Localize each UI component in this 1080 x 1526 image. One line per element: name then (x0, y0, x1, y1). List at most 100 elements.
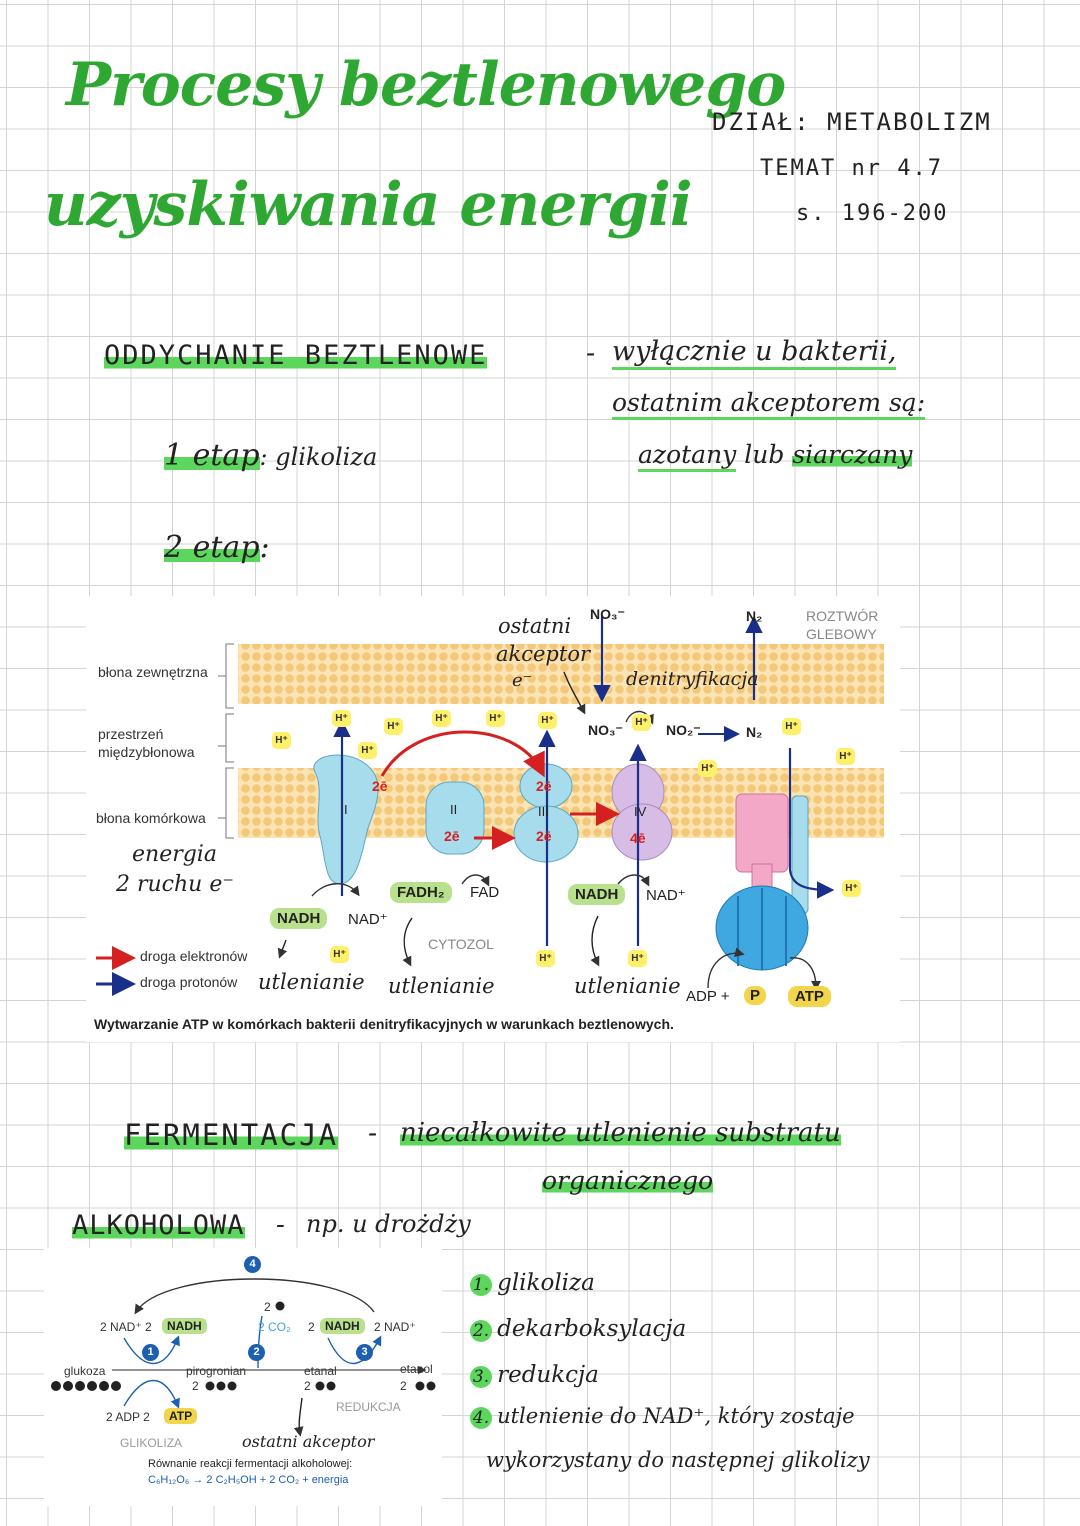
ferm-step1-marker: 1 (142, 1344, 159, 1361)
atp-badge: ATP (788, 986, 831, 1007)
glucose-carbons (51, 1381, 121, 1391)
alcoholic-heading: ALKOHOLOWA (72, 1210, 245, 1241)
ferm-nadh-1: NADH (162, 1318, 207, 1334)
ferm-step-1: 1. glikoliza (470, 1270, 595, 1296)
hplus-badge: H⁺ (272, 732, 291, 749)
azotany-text: azotany (638, 440, 737, 472)
fermentation-desc-line2-text: organicznego (542, 1166, 714, 1195)
note-ostatni: ostatni (498, 614, 572, 638)
alcoholic-desc: np. u drożdży (306, 1210, 471, 1238)
ferm-step-3-text: redukcja (497, 1362, 599, 1388)
ferm-step-3: 3. redukcja (470, 1362, 599, 1388)
siarczany-text: siarczany (792, 440, 913, 469)
hplus-badge: H⁺ (536, 950, 555, 967)
ferm-nadh-2: NADH (320, 1318, 365, 1334)
two-electrons-1: 2ē (372, 778, 388, 794)
atp-synthase-fo (735, 793, 789, 873)
respiration-desc-line1: wyłącznie u bakterii, (612, 336, 897, 370)
ferm-step-4-text: utlenienie do NAD⁺, który zostaje (497, 1404, 855, 1428)
hplus-badge: H⁺ (332, 710, 351, 727)
ferm-etanal-count: 2 (304, 1379, 311, 1393)
ferm-redukcja-label: REDUKCJA (336, 1400, 401, 1414)
ferm-etanal: etanal (304, 1364, 337, 1378)
ferm-pirogronian: pirogronian (186, 1364, 247, 1378)
note-denitrification: denitryfikacja (626, 668, 759, 690)
two-electrons-4: 2ē (536, 828, 552, 844)
nadh-2: NADH (568, 884, 626, 905)
fermentation-graphics (51, 1278, 436, 1437)
note-ruch: 2 ruchu e⁻ (116, 872, 234, 897)
ferm-step-4: 4. utlenienie do NAD⁺, który zostaje (470, 1404, 855, 1429)
etap1-value: : glikoliza (259, 443, 378, 471)
hplus-badge: H⁺ (538, 712, 557, 729)
ferm-two-nadh-prefix: 2 (308, 1320, 315, 1334)
legend-electrons: droga elektronów (140, 948, 248, 964)
hplus-badge: H⁺ (698, 760, 717, 777)
ferm-co2-count: 2 (264, 1300, 271, 1314)
ferm-equation-title: Równanie reakcji fermentacji alkoholowej… (148, 1458, 353, 1470)
note-utlenianie-3: utlenianie (574, 974, 681, 998)
note-akceptor: akceptor (496, 642, 590, 666)
respiration-desc-line2: ostatnim akceptorem są: (612, 388, 926, 420)
respiration-dash: - (586, 338, 596, 369)
fermentation-desc-line1-text: niecałkowite utlenienie substratu (400, 1118, 841, 1148)
etap2: 2 etap: (164, 530, 270, 565)
adp-label: ADP + (686, 988, 730, 1005)
two-electrons-3: 2ē (536, 778, 552, 794)
two-electrons-2: 2ē (444, 828, 460, 844)
hplus-badge: H⁺ (330, 946, 349, 963)
hplus-badge: H⁺ (628, 950, 647, 967)
ferm-glikoliza-label: GLIKOLIZA (120, 1436, 183, 1450)
hplus-badge: H⁺ (486, 710, 505, 727)
nad-1: NAD⁺ (348, 911, 388, 928)
nadh-1: NADH (270, 908, 328, 929)
ferm-step-2: 2. dekarboksylacja (470, 1316, 686, 1342)
etap1: 1 etap: glikoliza (164, 438, 377, 473)
dzial-label: DZIAŁ: METABOLIZM (712, 108, 992, 136)
fad: FAD (470, 884, 500, 901)
ferm-two-nad: 2 NAD⁺ 2 (100, 1320, 152, 1334)
ferm-step-1-number: 1. (470, 1274, 492, 1296)
complex-2-label: II (450, 802, 458, 817)
ferm-step4-marker: 4 (244, 1256, 261, 1273)
complex-1-shape (313, 754, 379, 885)
hplus-badge: H⁺ (384, 718, 403, 735)
fermentation-heading: FERMENTACJA (124, 1118, 339, 1152)
ethanal-carbons (315, 1381, 336, 1391)
etap2-label: 2 etap (164, 530, 260, 565)
diagram-caption: Wytwarzanie ATP w komórkach bakterii den… (94, 1016, 674, 1032)
note-e: e⁻ (512, 670, 533, 691)
complex-4-label: IV (634, 804, 647, 819)
ferm-step-2-number: 2. (470, 1320, 492, 1342)
hplus-badge: H⁺ (836, 748, 855, 765)
note-utlenianie-2: utlenianie (388, 974, 495, 998)
denitrification-diagram: błona zewnętrzna przestrzeń międzybłonow… (86, 596, 900, 1042)
label-soil-1: ROZTWÓR (806, 608, 879, 624)
n2-mid: N₂ (746, 724, 763, 740)
complex-4-shape (611, 803, 673, 861)
label-outer-membrane: błona zewnętrzna (98, 664, 208, 680)
hplus-badge: H⁺ (842, 880, 861, 897)
co2-carbon (275, 1301, 285, 1311)
pages-label: s. 196-200 (796, 201, 949, 226)
fermentation-desc-line2: organicznego (542, 1166, 714, 1195)
label-periplasm-1: przestrzeń (98, 726, 164, 742)
ferm-ostatni-akceptor: ostatni akceptor (242, 1432, 375, 1451)
etap1-label: 1 etap (164, 438, 260, 473)
ferm-nad-right: 2 NAD⁺ (374, 1320, 416, 1334)
fermentation-dash: - (368, 1118, 378, 1149)
pyruvate-carbons (205, 1381, 237, 1391)
ferm-step-3-number: 3. (470, 1366, 492, 1388)
fermentation-desc-line1: niecałkowite utlenienie substratu (400, 1118, 841, 1148)
ferm-glukoza: glukoza (64, 1364, 106, 1378)
complex-3-label: III (538, 804, 549, 819)
ethanol-carbons (415, 1381, 436, 1391)
note-utlenianie-1: utlenianie (258, 970, 365, 994)
label-cell-membrane: błona komórkowa (96, 810, 206, 826)
legend-protons: droga protonów (140, 974, 238, 990)
ferm-step-1-text: glikoliza (497, 1270, 595, 1296)
etap2-colon: : (259, 530, 270, 565)
no2: NO₂⁻ (666, 722, 701, 738)
respiration-desc-line2-text: ostatnim akceptorem są: (612, 388, 926, 420)
ferm-co2: 2 CO₂ (258, 1320, 291, 1334)
